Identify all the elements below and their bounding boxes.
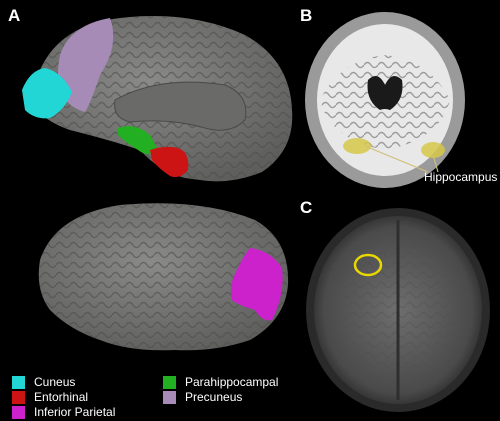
panel-label-c: C [300,198,313,217]
legend-label: Precuneus [185,390,243,404]
legend-label: Cuneus [34,375,76,389]
legend-item-cuneus: Cuneus [12,375,75,389]
legend-item-entorhinal: Entorhinal [12,390,88,404]
cuneus-region [22,68,72,119]
cuneus-swatch [12,375,25,389]
axial-mri-slice [306,208,490,412]
legend-item-inferior-parietal: Inferior Parietal [12,405,115,419]
legend-label: Parahippocampal [185,375,279,389]
inferior-parietal-swatch [12,405,25,419]
parahippocampal-swatch [163,375,176,389]
legend-item-parahippocampal: Parahippocampal [163,375,278,389]
legend-label: Entorhinal [34,390,89,404]
inferior-parietal-region [230,248,283,321]
coronal-mri-slice [300,10,470,190]
legend-item-precuneus: Precuneus [163,390,242,404]
lateral-brain-surface [38,203,289,351]
medial-brain-surface [22,16,293,182]
hippocampus-label: Hippocampus [424,170,498,184]
panel-label-b: B [300,6,313,25]
precuneus-swatch [163,390,176,404]
panel-label-a: A [8,6,21,25]
lesion-circle [353,253,383,277]
left-hippocampus-highlight [343,138,371,154]
legend-label: Inferior Parietal [34,405,116,419]
right-hippocampus-highlight [421,142,445,158]
entorhinal-region [150,146,189,178]
entorhinal-swatch [12,390,25,404]
parahippocampal-region [118,126,158,154]
precuneus-region [57,18,114,112]
